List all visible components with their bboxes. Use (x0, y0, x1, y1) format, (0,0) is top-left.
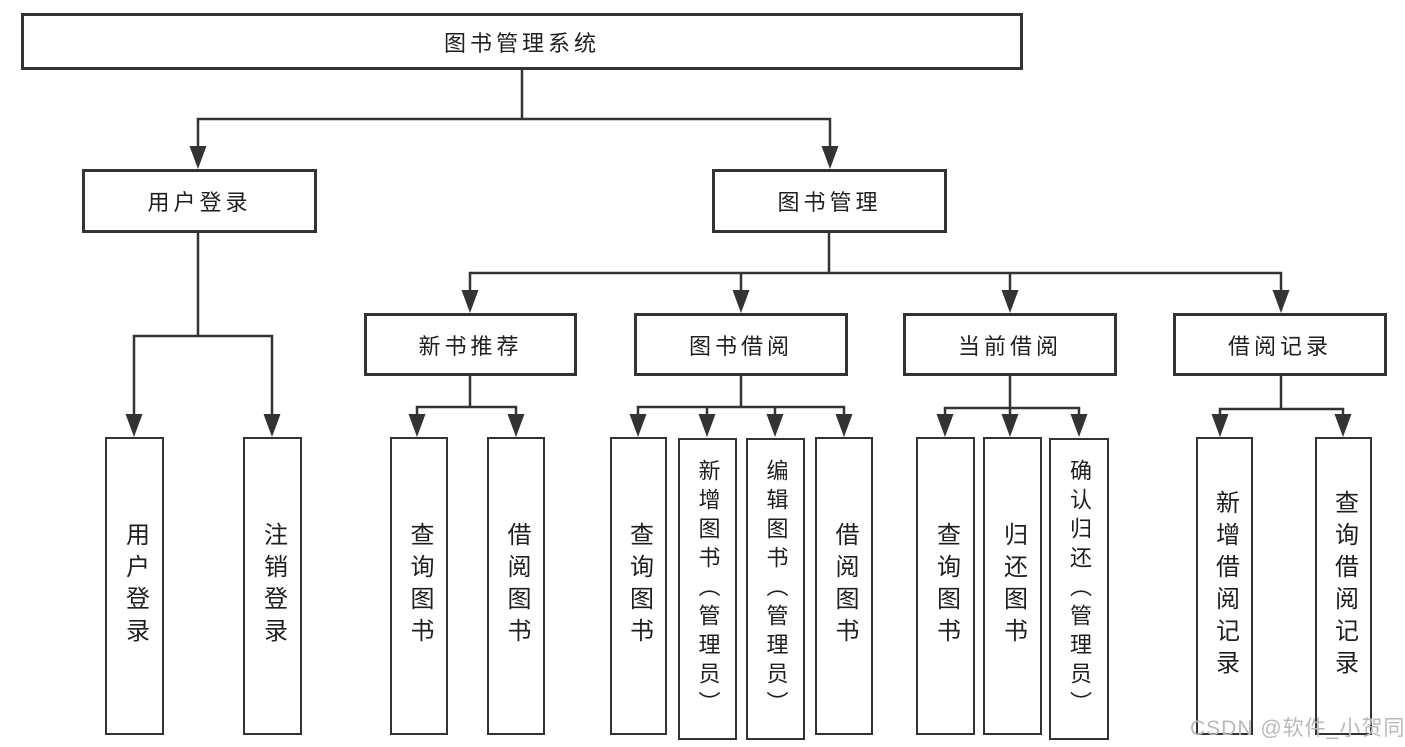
arrowhead-icon (835, 414, 853, 437)
arrowhead-icon (263, 414, 281, 437)
arrowhead-icon (125, 414, 143, 437)
node-borrow-records: 借阅记录 (1173, 313, 1387, 376)
leaf-logout: 注销登录 (243, 437, 302, 735)
arrowhead-icon (1334, 414, 1352, 437)
node-root: 图书管理系统 (21, 13, 1023, 70)
arrowhead-icon (629, 414, 647, 437)
connector-lines (132, 68, 1345, 417)
node-book-mgmt: 图书管理 (712, 169, 947, 233)
arrowhead-icon (1211, 414, 1229, 437)
arrowhead-icon (766, 414, 784, 437)
arrowhead-icon (1001, 414, 1019, 437)
arrowhead-icon (408, 414, 426, 437)
leaf-current-return: 归还图书 (983, 437, 1042, 735)
arrowhead-icon (821, 146, 839, 169)
leaf-borrow-edit: 编辑图书（管理员） (746, 438, 805, 740)
arrowhead-icon (1001, 290, 1019, 313)
leaf-current-confirm: 确认归还（管理员） (1049, 438, 1109, 740)
node-user-login: 用户登录 (82, 169, 317, 233)
arrowhead-icon (698, 414, 716, 437)
arrowhead-icon (1070, 414, 1088, 437)
leaf-newbooks-query: 查询图书 (390, 437, 448, 735)
leaf-current-query: 查询图书 (916, 437, 975, 735)
arrowhead-icon (1272, 290, 1290, 313)
node-new-books: 新书推荐 (364, 313, 577, 376)
leaf-user-login: 用户登录 (105, 437, 164, 735)
leaf-newbooks-borrow: 借阅图书 (487, 437, 545, 735)
arrowhead-icon (936, 414, 954, 437)
leaf-borrow-add: 新增图书（管理员） (678, 438, 737, 740)
leaf-borrow-query: 查询图书 (610, 437, 667, 735)
leaf-borrow-borrow: 借阅图书 (815, 437, 873, 735)
node-book-borrow: 图书借阅 (634, 313, 848, 376)
arrowhead-icon (189, 146, 207, 169)
arrowhead-icon (461, 290, 479, 313)
node-current-borrow: 当前借阅 (903, 313, 1117, 376)
arrowhead-icon (732, 290, 750, 313)
leaf-records-query: 查询借阅记录 (1315, 437, 1372, 735)
csdn-watermark: CSDN @软件_小贺同学 (1190, 717, 1405, 740)
leaf-records-add: 新增借阅记录 (1196, 437, 1253, 735)
arrowhead-icon (507, 414, 525, 437)
